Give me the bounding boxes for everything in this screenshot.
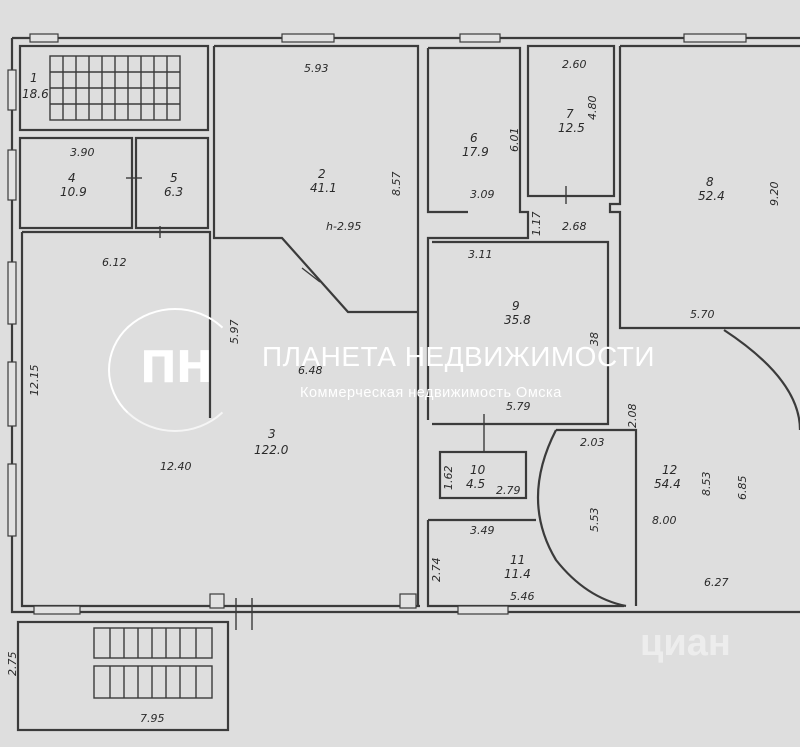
room-area: 41.1 [310, 181, 337, 195]
room-number: 4 [68, 171, 76, 185]
stair-grid-porch [93, 627, 213, 699]
dimension: 5.46 [510, 590, 535, 603]
room-number: 6 [470, 131, 478, 145]
dimension: 3.90 [70, 146, 95, 159]
room-number: 5 [170, 171, 178, 185]
windows [7, 33, 747, 615]
room-number: 9 [512, 299, 520, 313]
dimension: 4.80 [586, 96, 599, 121]
door-marks [126, 177, 567, 630]
room-number: 7 [566, 107, 574, 121]
dimension: 6.48 [298, 364, 323, 377]
walls [10, 36, 800, 732]
dimension: 6.27 [704, 576, 729, 589]
room-area: 6.3 [164, 185, 183, 199]
room-labels: 1 18.6 2 41.1 3 122.0 4 10.9 5 6.3 6 17.… [22, 71, 725, 581]
dimension: 12.40 [160, 460, 192, 473]
room-number: 2 [318, 167, 326, 181]
room-area: 12.5 [558, 121, 585, 135]
watermark-logo: ПН [108, 308, 242, 432]
dimension: 12.15 [28, 365, 41, 397]
dimension: 3.09 [470, 188, 495, 201]
watermark-subtitle: Коммерческая недвижимость Омска [300, 385, 562, 401]
dimension: 9.20 [768, 182, 781, 207]
room-area: 54.4 [654, 477, 681, 491]
dimension: 5.53 [588, 508, 601, 533]
dimension: 2.74 [430, 558, 443, 583]
dimension: 5.79 [506, 400, 531, 413]
stair-grid-1 [49, 55, 181, 121]
dimension: 2.03 [580, 436, 605, 449]
watermark-monogram: ПН [140, 342, 213, 393]
dimension: 38 [588, 332, 601, 346]
dimension: h-2.95 [326, 220, 361, 233]
room-area: 17.9 [462, 145, 489, 159]
room-number: 1 [30, 71, 38, 85]
room-number: 12 [662, 463, 677, 477]
room-number: 11 [510, 553, 525, 567]
dimension: 8.57 [390, 172, 403, 197]
dimension: 2.68 [562, 220, 587, 233]
dimension: 1.62 [442, 466, 455, 491]
room-area: 4.5 [466, 477, 485, 491]
room-area: 35.8 [504, 313, 531, 327]
room-area: 18.6 [22, 87, 49, 101]
dimension: 1.17 [530, 212, 543, 237]
dimension: 3.49 [470, 524, 495, 537]
dimension: 6.01 [508, 128, 521, 153]
dimension: 6.12 [102, 256, 127, 269]
watermark-title: ПЛАНЕТА НЕДВИЖИМОСТИ [262, 341, 655, 372]
dimension: 7.95 [140, 712, 165, 725]
room-area: 52.4 [698, 189, 725, 203]
room-area: 10.9 [60, 185, 87, 199]
dimension: 3.11 [468, 248, 493, 261]
room-number: 3 [268, 427, 276, 441]
dimension: 5.93 [304, 62, 329, 75]
room-area: 11.4 [504, 567, 531, 581]
dimension: 2.08 [626, 404, 639, 429]
room-number: 8 [706, 175, 714, 189]
dimension: 5.70 [690, 308, 715, 321]
dimension: 2.60 [562, 58, 587, 71]
room-area: 122.0 [254, 443, 289, 457]
dimension: 8.00 [652, 514, 677, 527]
room-number: 10 [470, 463, 486, 477]
dimension: 2.75 [6, 652, 19, 677]
dimension: 6.85 [736, 476, 749, 501]
dimension: 8.53 [700, 472, 713, 497]
corner-watermark: циан [640, 622, 731, 664]
dimension: 2.79 [496, 484, 521, 497]
